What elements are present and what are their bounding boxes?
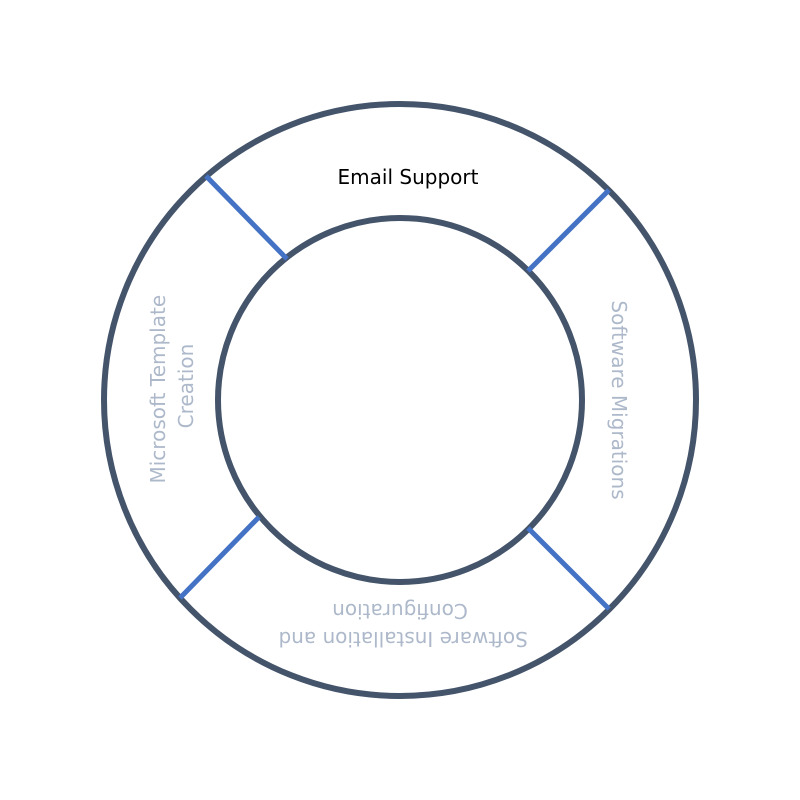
divider-bottom-left xyxy=(178,515,261,600)
segment-label: Software Installation and Configuration xyxy=(272,600,528,652)
segment-label: Microsoft Template Creation xyxy=(146,289,198,484)
outer-ring xyxy=(101,101,699,699)
segment-software-installation: Software Installation and Configuration xyxy=(272,600,528,652)
divider-bottom-right xyxy=(526,526,611,611)
segment-email-support: Email Support xyxy=(338,165,479,189)
segment-label: Software Migrations xyxy=(608,300,632,499)
segment-label: Email Support xyxy=(338,165,479,189)
segment-microsoft-template: Microsoft Template Creation xyxy=(146,289,198,484)
inner-ring xyxy=(215,215,585,585)
segment-software-migrations: Software Migrations xyxy=(608,300,632,499)
divider-top-left xyxy=(204,174,289,261)
divider-top-right xyxy=(526,188,611,273)
